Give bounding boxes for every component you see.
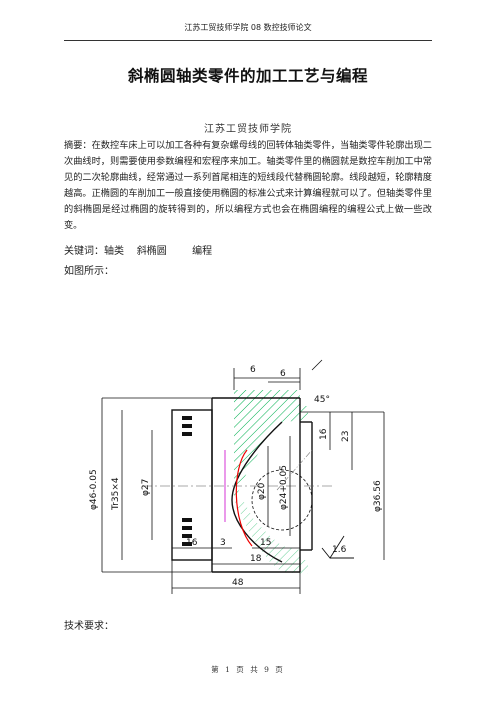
dim-len18: 18 <box>250 554 262 564</box>
dim-top6a: 6 <box>250 365 256 375</box>
engineering-drawing: φ46-0.05 Tr35×4 φ27 φ20 φ24+0.05 φ36.56 … <box>89 359 385 594</box>
dim-roughness: 1.6 <box>332 545 347 555</box>
dim-thread: Tr35×4 <box>111 477 121 511</box>
dim-angle: 45° <box>314 395 330 405</box>
dim-len48: 48 <box>232 578 244 588</box>
roughness-symbol <box>321 535 354 559</box>
document-title: 斜椭圆轴类零件的加工工艺与编程 <box>127 67 368 85</box>
abstract-paragraph: 摘要：在数控车床上可以加工各种有复杂螺母线的回转体轴类零件，当轴类零件轮廓出现二… <box>64 140 432 231</box>
dimension-lines <box>101 359 385 594</box>
dim-len3: 3 <box>220 538 226 548</box>
section-hatch-lower <box>234 500 308 574</box>
dim-d36: φ36.56 <box>373 480 383 512</box>
section-hatch <box>234 390 308 500</box>
ellipse-red <box>235 449 253 547</box>
author-affiliation: 江苏工贸技师学院 <box>204 124 292 135</box>
dim-d46: φ46-0.05 <box>89 469 99 510</box>
dim-d24: φ24+0.05 <box>279 465 289 510</box>
header-rule <box>64 40 432 41</box>
hidden-circle <box>251 469 313 531</box>
keywords-line: 关键词：轴类 斜椭圆 编程 <box>64 246 213 257</box>
page-footer: 第 1 页 共 9 页 <box>211 665 285 674</box>
dim-top6b: 6 <box>280 369 286 379</box>
thread-teeth <box>182 416 192 546</box>
ellipse-axis <box>276 449 313 491</box>
dim-len16a: 16 <box>319 428 329 440</box>
part-outline <box>171 397 313 573</box>
dim-len23: 23 <box>341 431 351 442</box>
dim-len15: 15 <box>260 538 271 548</box>
dim-len16b: 16 <box>186 538 198 548</box>
dim-d20: φ20 <box>257 482 267 500</box>
page-header: 江苏工贸技师学院 08 数控技师论文 <box>0 0 496 46</box>
dim-d27: φ27 <box>141 479 151 496</box>
tech-requirements: 技术要求： <box>64 621 114 632</box>
header-text: 江苏工贸技师学院 08 数控技师论文 <box>184 23 312 32</box>
dimension-labels: φ46-0.05 Tr35×4 φ27 φ20 φ24+0.05 φ36.56 … <box>89 365 383 588</box>
figure-caption: 如图所示： <box>64 266 114 277</box>
